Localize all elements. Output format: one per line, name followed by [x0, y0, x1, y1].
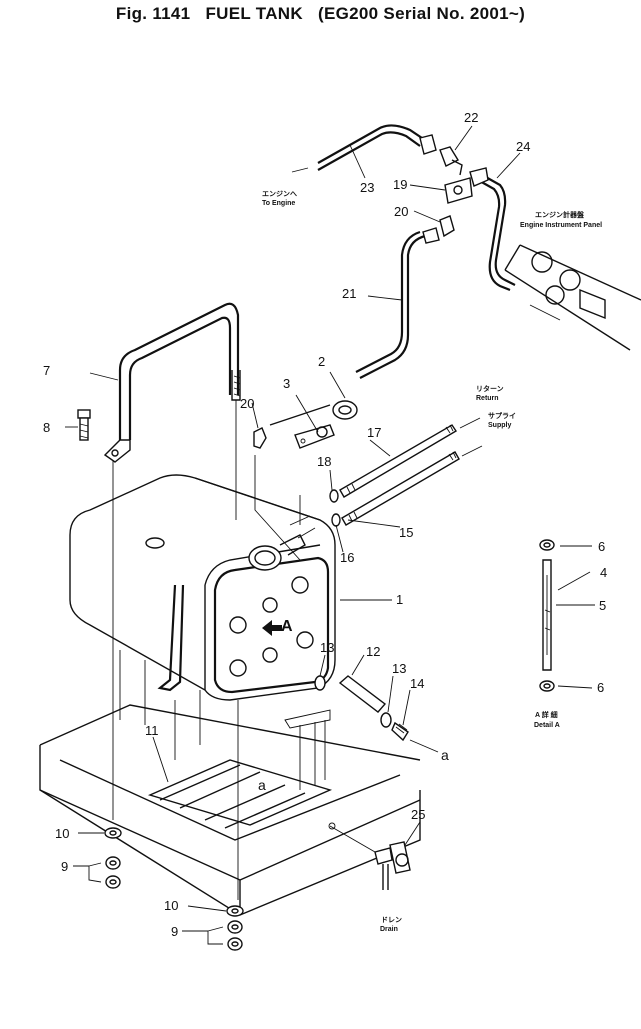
note-drain-en: Drain [380, 926, 398, 933]
note-detail-en: Detail A [534, 722, 560, 729]
callout-9-left: 9 [61, 859, 68, 874]
callout-11: 11 [145, 723, 159, 738]
callout-9-right: 9 [171, 924, 178, 939]
callout-4: 4 [600, 565, 607, 580]
note-supply-jp: サプライ [488, 411, 516, 420]
callout-8: 8 [43, 420, 50, 435]
note-panel-en: Engine Instrument Panel [520, 222, 602, 229]
return-supply-pipes [289, 417, 483, 539]
bolt [77, 409, 91, 441]
callout-20-upper: 20 [394, 204, 408, 219]
detail-a [539, 539, 555, 692]
washers-nuts-left [104, 827, 122, 889]
note-detail-jp: A 詳 細 [535, 710, 558, 719]
marker-a-gauge: a [441, 747, 449, 763]
tank-fittings [253, 400, 358, 449]
callout-6-bottom: 6 [597, 680, 604, 695]
drain-valve [328, 822, 411, 890]
callout-14: 14 [410, 676, 424, 691]
note-return-jp: リターン [476, 384, 504, 393]
callout-6-top: 6 [598, 539, 605, 554]
note-drain-jp: ドレン [381, 916, 402, 924]
figure-title: Fig. 1141 FUEL TANK (EG200 Serial No. 20… [115, 4, 526, 23]
note-to-engine-jp: エンジンへ [262, 190, 297, 198]
callout-5: 5 [599, 598, 606, 613]
callout-labels: 1 2 3 4 5 6 6 7 8 9 9 10 10 11 12 13 13 … [43, 110, 607, 939]
view-arrow-a: A [281, 618, 293, 635]
callout-17: 17 [367, 425, 381, 440]
callout-24: 24 [516, 139, 530, 154]
callout-3: 3 [283, 376, 290, 391]
callout-7: 7 [43, 363, 50, 378]
callout-15: 15 [399, 525, 413, 540]
upper-fuel-lines [291, 124, 516, 379]
gauge-pipe-assembly [314, 675, 439, 753]
callout-22: 22 [464, 110, 478, 125]
washers-nuts-right [226, 905, 244, 951]
callout-1: 1 [396, 592, 403, 607]
fuel-tank [69, 474, 336, 701]
note-to-engine-en: To Engine [262, 200, 295, 207]
callout-25: 25 [411, 807, 425, 822]
callout-23: 23 [360, 180, 374, 195]
callout-18: 18 [317, 454, 331, 469]
annotations: エンジンへ To Engine エンジン計器盤 Engine Instrumen… [262, 190, 602, 933]
callout-19: 19 [393, 177, 407, 192]
instrument-panel [504, 244, 641, 351]
callout-21: 21 [342, 286, 356, 301]
callout-2: 2 [318, 354, 325, 369]
callout-12: 12 [366, 644, 380, 659]
marker-a-frame: a [258, 777, 266, 793]
callout-20-lower: 20 [240, 396, 254, 411]
callout-13-left: 13 [320, 640, 334, 655]
callout-10-left: 10 [55, 826, 69, 841]
leader-lines [112, 400, 301, 900]
callout-10-right: 10 [164, 898, 178, 913]
callout-leaders [65, 125, 595, 945]
callout-13-right: 13 [392, 661, 406, 676]
note-panel-jp: エンジン計器盤 [535, 210, 585, 219]
note-return-en: Return [476, 395, 499, 402]
note-supply-en: Supply [488, 422, 511, 429]
callout-16: 16 [340, 550, 354, 565]
